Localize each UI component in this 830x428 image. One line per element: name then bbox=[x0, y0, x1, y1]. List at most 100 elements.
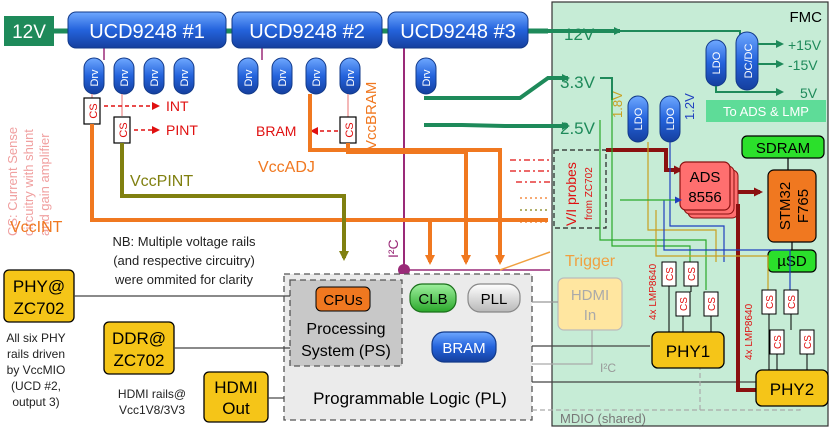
driver-1-label: Drv bbox=[89, 69, 101, 87]
ucd-2: UCD9248 #2 bbox=[231, 11, 383, 49]
vccadj-label: VccADJ bbox=[258, 159, 315, 176]
rail-25v-arrow bbox=[424, 122, 570, 130]
phy2-ads-line bbox=[736, 204, 756, 392]
driver-6-label: Drv bbox=[277, 69, 289, 87]
vi-probes-line1: V/I probes bbox=[563, 162, 579, 226]
ps-label-line1: Processing bbox=[306, 321, 385, 338]
phy-note-line2: rails driven bbox=[7, 347, 65, 361]
phy-note-line1: All six PHY bbox=[6, 331, 65, 345]
phy-note-line3: by VccMIO bbox=[7, 363, 66, 377]
phy-note-line5: output 3) bbox=[12, 395, 59, 409]
phy2-cs-4-label: CS bbox=[803, 335, 814, 349]
phy2-cs-1-label: CS bbox=[765, 295, 776, 309]
usd-label: µSD bbox=[777, 253, 807, 270]
hdmi-out-block: HDMI Out bbox=[203, 371, 269, 423]
dcdc-block bbox=[735, 31, 759, 91]
cs-note-line3: and gain amplifier bbox=[37, 133, 52, 236]
hdmi-in-block bbox=[557, 277, 623, 331]
clb-label: CLB bbox=[418, 291, 447, 308]
stm32-line1: STM32 bbox=[777, 182, 794, 230]
driver-3 bbox=[143, 57, 165, 95]
dcdc-label: DC/DC bbox=[743, 44, 755, 79]
phy1-lmp-label: 4x LMP8640 bbox=[648, 263, 659, 320]
i2c-label: I²C bbox=[385, 239, 401, 258]
cs-note-line1: CS: Current Sense bbox=[5, 127, 20, 236]
vccint-label: VccINT bbox=[10, 219, 63, 236]
cs-box-2: CS bbox=[113, 116, 131, 144]
v5-arrow bbox=[715, 86, 784, 96]
mdio-line bbox=[532, 370, 801, 411]
ddr-zc702-line2: ZC702 bbox=[113, 351, 164, 370]
driver-9 bbox=[415, 57, 437, 95]
hdmi-out-line1: HDMI bbox=[214, 378, 257, 397]
power-input-label: 12V bbox=[12, 22, 46, 43]
ldo-18v bbox=[627, 95, 649, 143]
phy-note-line4: (UCD #2, bbox=[11, 379, 61, 393]
cs-note-line2: circuitry with shunt bbox=[21, 129, 36, 236]
pll-block bbox=[467, 283, 521, 313]
phy1-cs-2-label: CS bbox=[687, 267, 698, 281]
driver-2 bbox=[113, 57, 135, 95]
trigger-line bbox=[499, 251, 551, 271]
power-input-12v bbox=[4, 16, 54, 46]
phy1-label: PHY1 bbox=[666, 342, 710, 361]
ucd-3-label: UCD9248 #3 bbox=[400, 21, 516, 43]
phy2-block bbox=[755, 369, 829, 407]
phy2-label: PHY2 bbox=[770, 380, 814, 399]
measure-rails bbox=[599, 98, 791, 290]
cpus-block bbox=[315, 286, 371, 312]
driver-9-label: Drv bbox=[421, 69, 433, 87]
nb-note-line2: (and respective circuitry) bbox=[113, 253, 255, 268]
driver-7-label: Drv bbox=[311, 69, 323, 87]
ddr-zc702-line1: DDR@ bbox=[112, 329, 166, 348]
phy2-cs-array: CS CS CS CS bbox=[761, 289, 815, 372]
vi-probes-line2: from ZC702 bbox=[584, 167, 595, 220]
ads-line2: 8556 bbox=[688, 189, 721, 206]
driver-1 bbox=[83, 57, 105, 95]
cpus-label: CPUs bbox=[323, 292, 362, 309]
i2c-hdmi-label: I²C bbox=[600, 361, 616, 375]
cs-box-2-label: CS bbox=[118, 122, 130, 137]
bram-signal-label: BRAM bbox=[256, 123, 296, 139]
bram-block-label: BRAM bbox=[442, 340, 485, 357]
nb-note-line1: NB: Multiple voltage rails bbox=[112, 234, 256, 249]
phy1-cs-array: CS CS CS CS bbox=[661, 261, 719, 336]
rail-33v-arrow bbox=[424, 74, 570, 100]
sdram-label: SDRAM bbox=[756, 140, 810, 157]
int-label: INT bbox=[166, 98, 189, 114]
pint-label: PINT bbox=[166, 122, 198, 138]
mdio-label: MDIO (shared) bbox=[560, 411, 646, 426]
sdram-block bbox=[741, 135, 825, 159]
ads-8556 bbox=[679, 161, 731, 211]
drv-group: Drv Drv Drv Drv Drv Drv Drv Drv Drv bbox=[83, 57, 437, 95]
phy1-block bbox=[651, 331, 725, 369]
driver-5 bbox=[237, 57, 259, 95]
fmc-33v-label: 3.3V bbox=[560, 73, 596, 92]
fmc-25v-label: 2.5V bbox=[560, 119, 596, 138]
ads-line1: ADS bbox=[690, 169, 721, 186]
ps-label-line2: System (PS) bbox=[301, 343, 391, 360]
hdmi-out-line2: Out bbox=[222, 399, 250, 418]
pl-label: Programmable Logic (PL) bbox=[313, 389, 507, 408]
ucd-2-label: UCD9248 #2 bbox=[249, 21, 365, 43]
ddr-zc702-block: DDR@ ZC702 bbox=[103, 321, 175, 375]
driver-2-label: Drv bbox=[119, 69, 131, 87]
driver-8-label: Drv bbox=[345, 69, 357, 87]
vccpint-label: VccPINT bbox=[130, 173, 193, 190]
nb-note-line3: were ommited for clarity bbox=[114, 272, 253, 287]
vccint-line bbox=[90, 124, 548, 222]
pll-label: PLL bbox=[481, 291, 508, 308]
driver-4 bbox=[173, 57, 195, 95]
phy-zc702-line1: PHY@ bbox=[13, 277, 65, 296]
ldo-feed bbox=[600, 77, 613, 100]
to-ads-label: To ADS & LMP bbox=[723, 104, 809, 119]
clb-block bbox=[409, 283, 457, 313]
hdmi-note-line1: HDMI rails@ bbox=[118, 387, 186, 401]
vccpint-line bbox=[120, 143, 349, 261]
cs-box-1: CS bbox=[83, 97, 101, 125]
phy2-lmp-label: 4x LMP8640 bbox=[744, 303, 755, 360]
probes-ads-arrow bbox=[606, 148, 683, 175]
v12-label: 1.2V bbox=[682, 93, 697, 120]
